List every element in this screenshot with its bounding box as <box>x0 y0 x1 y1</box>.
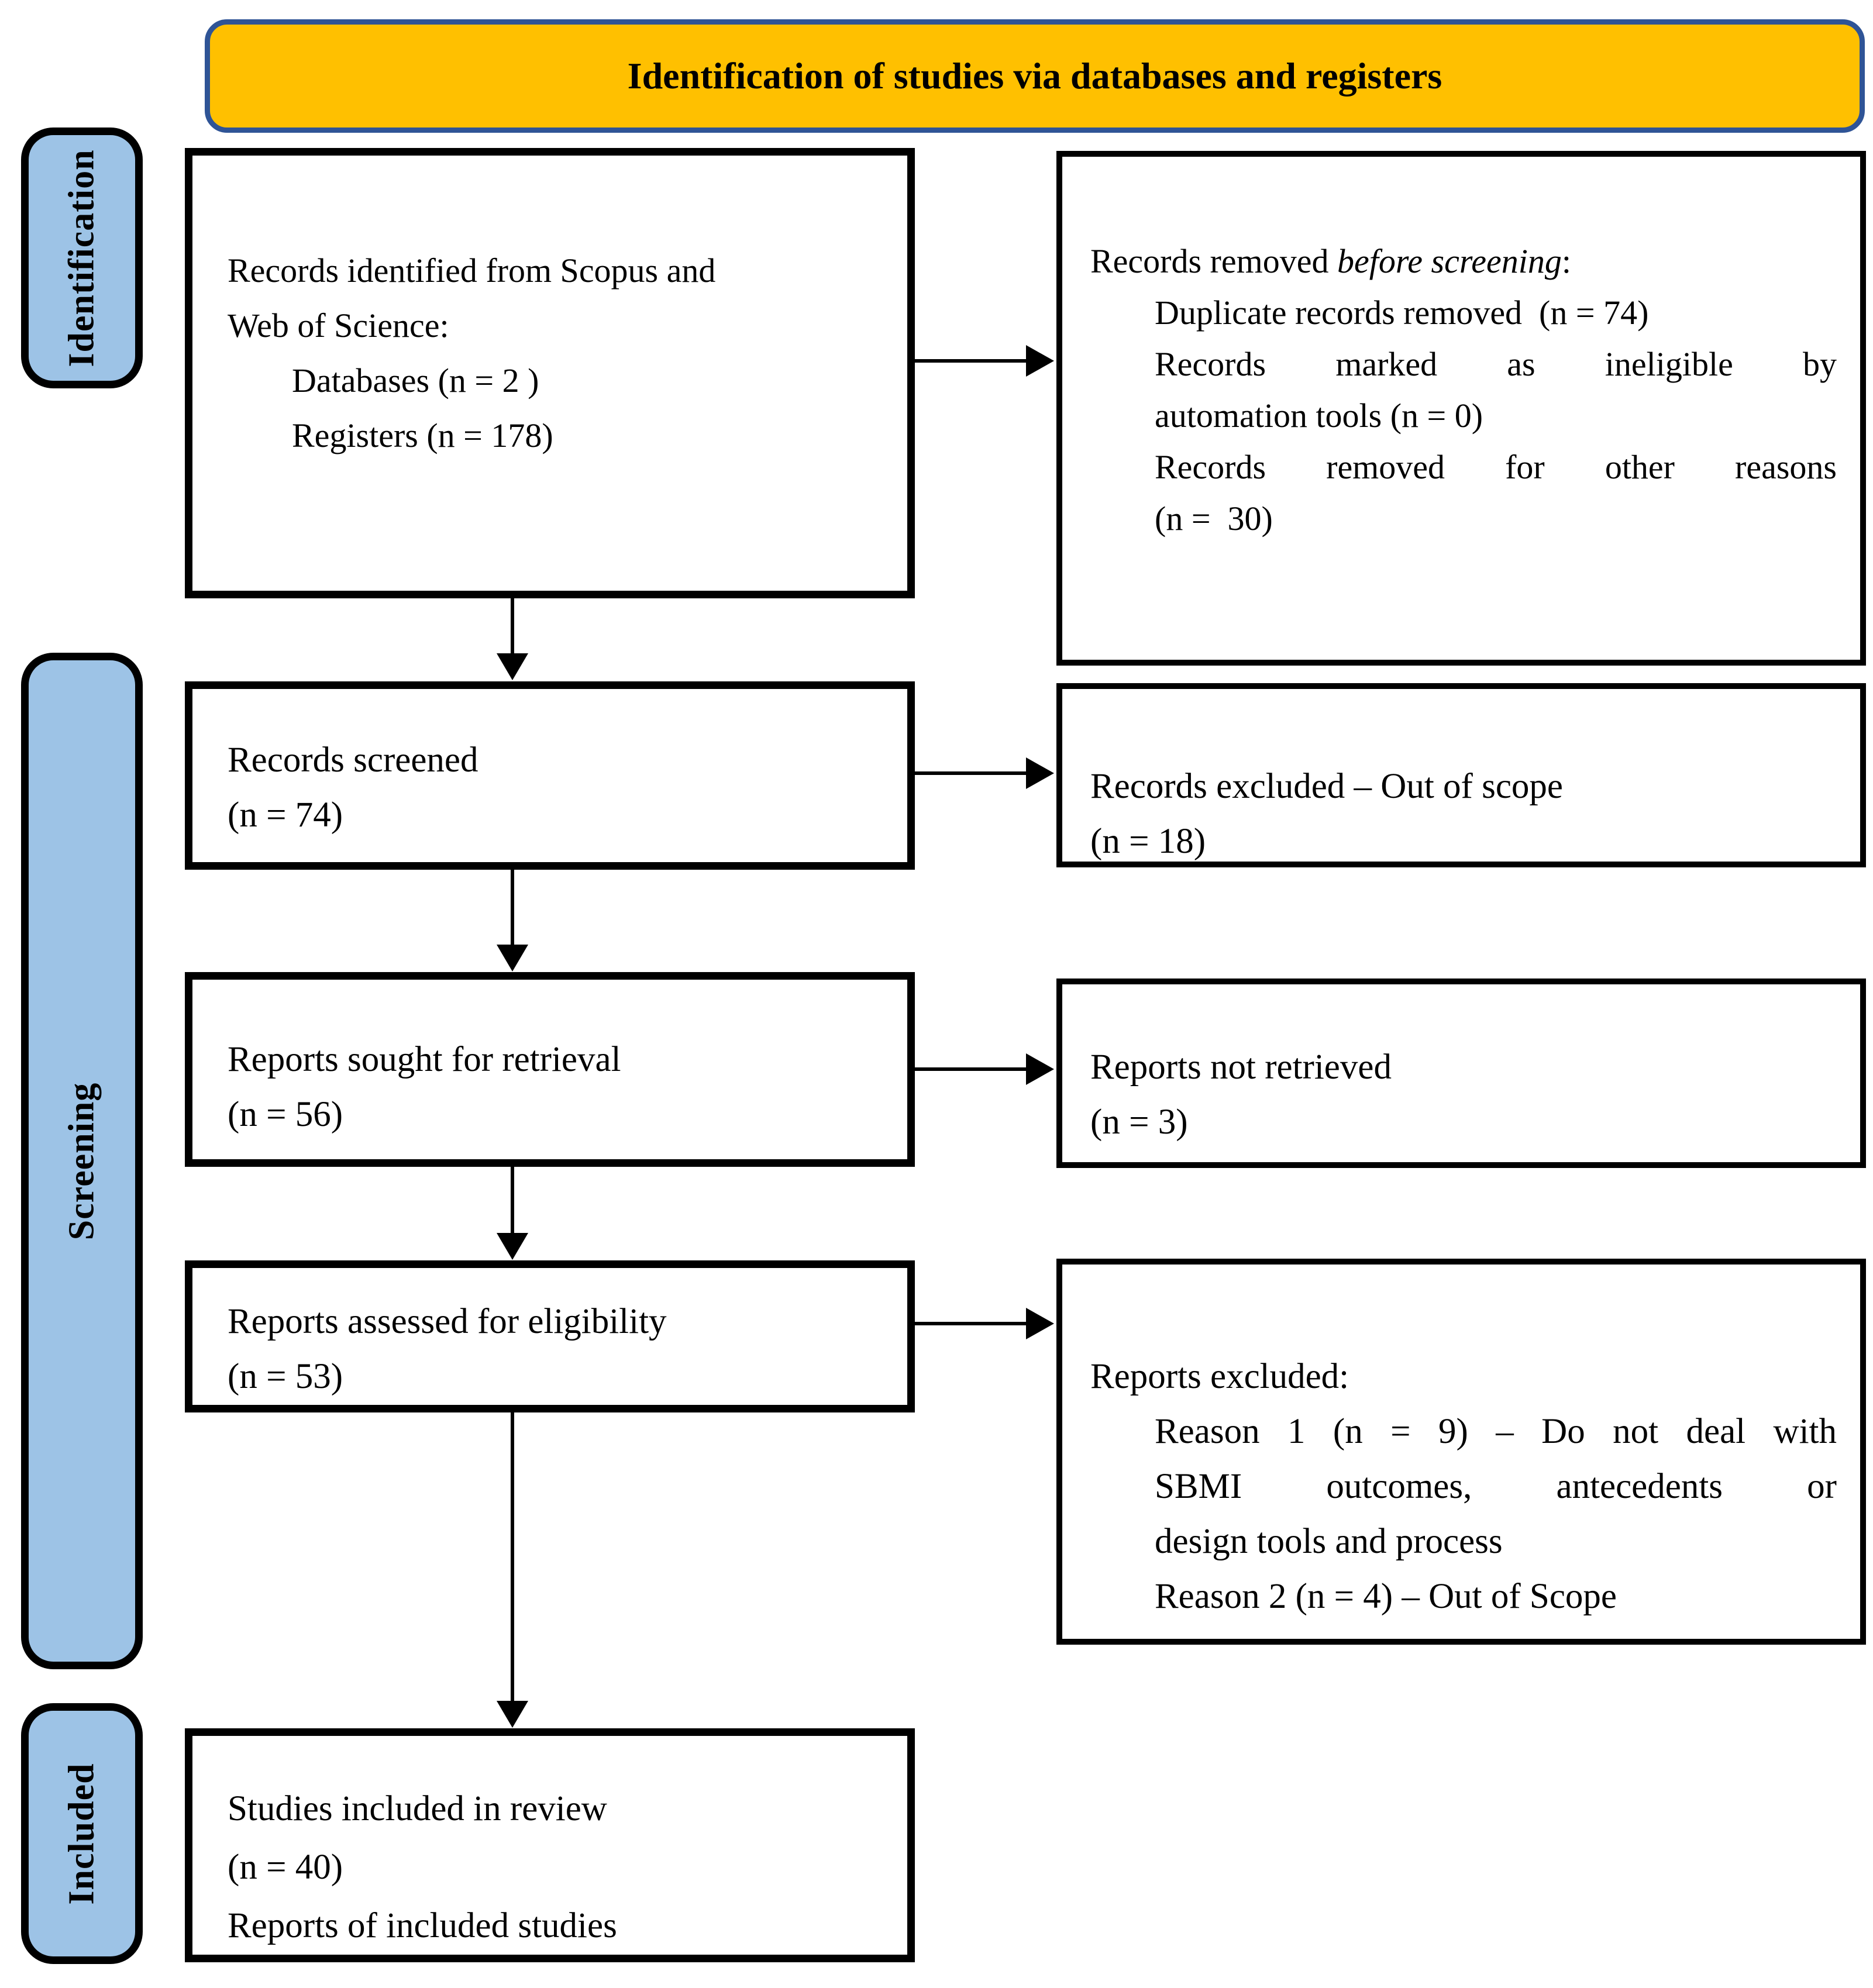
text-line: Records removed for other reasons <box>1155 448 1837 486</box>
flow-box-records-excluded: Records excluded – Out of scope (n = 18) <box>1056 683 1866 867</box>
text-line: Reason 1 (n = 9) – Do not deal with <box>1155 1412 1837 1451</box>
arrow-identified-to-removed <box>915 359 1027 363</box>
arrow-screened-to-sought <box>511 870 514 946</box>
text-line: (n = 3) <box>1090 1102 1188 1142</box>
text-line: design tools and process <box>1155 1522 1503 1561</box>
text-line: Reports sought for retrieval <box>228 1040 621 1079</box>
stage-label-screening-text: Screening <box>61 1082 102 1240</box>
arrow-assessed-to-included <box>511 1412 514 1702</box>
text-line: Reports excluded: <box>1090 1357 1349 1396</box>
flow-box-reports-sought: Reports sought for retrieval (n = 56) <box>185 972 915 1167</box>
text-line: (n = 18) <box>1090 822 1206 861</box>
text-line: Reports assessed for eligibility <box>228 1302 667 1341</box>
header-banner: Identification of studies via databases … <box>205 19 1865 133</box>
text-line: SBMI outcomes, antecedents or <box>1155 1467 1837 1506</box>
text-line: Records excluded – Out of scope <box>1090 767 1564 806</box>
flow-box-studies-included: Studies included in review (n = 40) Report… <box>185 1728 915 1962</box>
text-line: Reports not retrieved <box>1090 1048 1392 1087</box>
stage-label-included-text: Included <box>61 1762 102 1905</box>
text-line: (n = 56) <box>228 1095 343 1134</box>
header-banner-title: Identification of studies via databases … <box>627 55 1442 97</box>
arrow-screened-to-excluded <box>915 771 1027 775</box>
text-line: Databases (n = 2 ) <box>292 361 539 399</box>
text-line: Reason 2 (n = 4) – Out of Scope <box>1155 1577 1617 1616</box>
stage-label-included: Included <box>21 1703 143 1964</box>
text-segment: Records removed <box>1090 242 1337 280</box>
stage-label-identification: Identification <box>21 128 143 388</box>
flow-box-reports-not-retrieved: Reports not retrieved (n = 3) <box>1056 979 1866 1168</box>
arrow-identified-to-screened <box>511 598 514 654</box>
text-line: Records removed before screening: <box>1090 236 1837 287</box>
text-line: Registers (n = 178) <box>292 416 553 454</box>
arrow-assessed-to-excluded <box>915 1322 1027 1325</box>
flow-box-records-screened: Records screened (n = 74) <box>185 681 915 870</box>
stage-label-identification-text: Identification <box>61 149 102 367</box>
text-line: Studies included in review <box>228 1789 607 1828</box>
text-line: Records marked as ineligible by <box>1155 345 1837 383</box>
text-line: Reports of included studies <box>228 1906 617 1945</box>
text-line: Records identified from Scopus and <box>228 251 716 290</box>
arrow-sought-to-assessed <box>511 1167 514 1234</box>
italic-text-segment: before screening <box>1337 242 1562 280</box>
flow-box-records-removed: Records removed before screening: Duplica… <box>1056 151 1866 666</box>
text-line: (n = 53) <box>228 1357 343 1396</box>
arrow-sought-to-not-retrieved <box>915 1067 1027 1071</box>
text-line: (n = 30) <box>1155 499 1273 538</box>
text-segment: : <box>1561 242 1571 280</box>
flow-box-reports-excluded: Reports excluded: Reason 1 (n = 9) – Do n… <box>1056 1259 1866 1645</box>
text-line: Records screened <box>228 740 478 780</box>
text-line: automation tools (n = 0) <box>1155 397 1483 435</box>
text-line: (n = 40) <box>228 1848 343 1887</box>
stage-label-screening: Screening <box>21 653 143 1669</box>
text-line: Duplicate records removed (n = 74) <box>1155 294 1649 332</box>
text-line: (n = 74) <box>228 795 343 835</box>
flow-box-reports-assessed: Reports assessed for eligibility (n = 53) <box>185 1260 915 1412</box>
text-line: Web of Science: <box>228 306 449 344</box>
